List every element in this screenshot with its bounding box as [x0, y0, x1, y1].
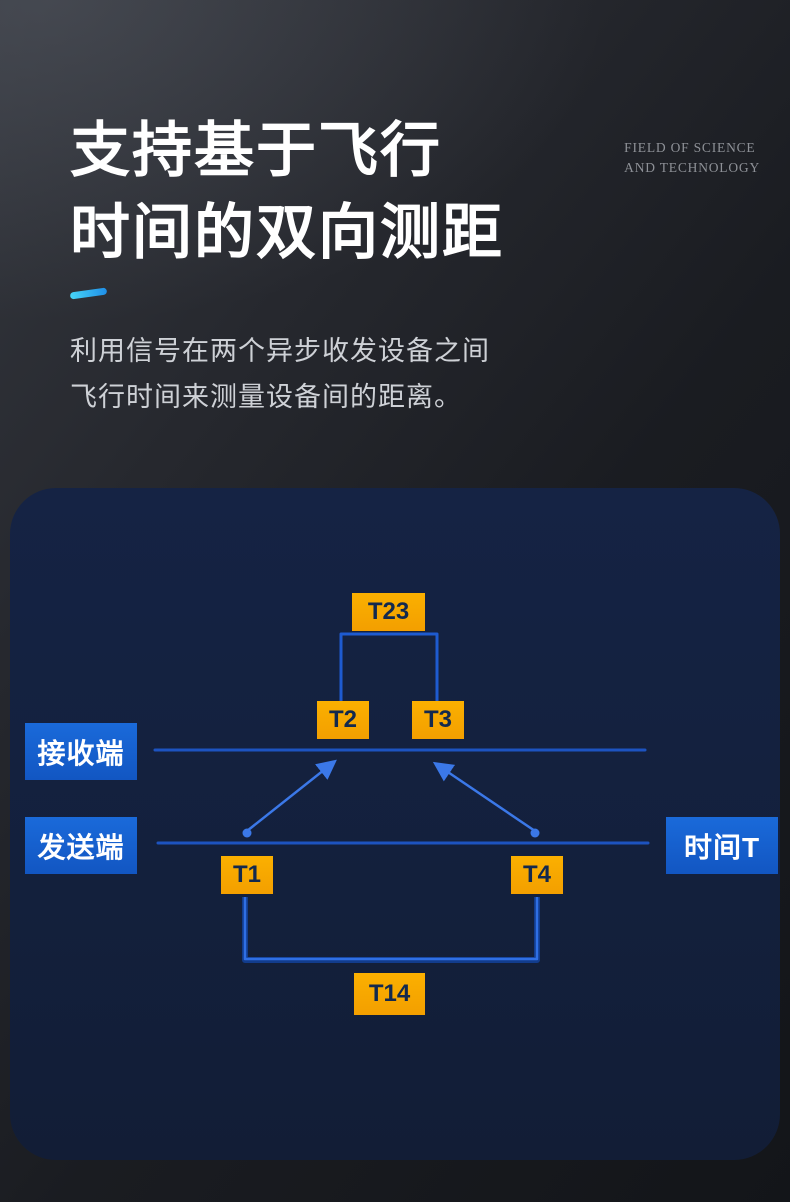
sender-label: 发送端 [25, 817, 137, 874]
receiver-label: 接收端 [25, 723, 137, 780]
timestamp-t23: T23 [352, 593, 425, 631]
page-title-line-2: 时间的双向测距 [70, 199, 504, 266]
timestamp-t14: T14 [354, 973, 425, 1015]
description-line-2: 飞行时间来测量设备间的距离。 [70, 382, 462, 412]
accent-dash [69, 287, 108, 300]
timestamp-t1: T1 [221, 856, 273, 894]
description-line-1: 利用信号在两个异步收发设备之间 [70, 336, 490, 366]
corner-tagline: FIELD OF SCIENCE AND TECHNOLOGY [624, 138, 760, 178]
corner-tagline-line-1: FIELD OF SCIENCE [624, 140, 756, 155]
page-title-line-1: 支持基于飞行 [70, 117, 442, 184]
timestamp-t4: T4 [511, 856, 563, 894]
page-title: 支持基于飞行 时间的双向测距 [70, 110, 504, 274]
description-text: 利用信号在两个异步收发设备之间 飞行时间来测量设备间的距离。 [70, 328, 490, 420]
timestamp-t3: T3 [412, 701, 464, 739]
timestamp-t2: T2 [317, 701, 369, 739]
time-axis-label: 时间T [666, 817, 778, 874]
corner-tagline-line-2: AND TECHNOLOGY [624, 160, 760, 175]
